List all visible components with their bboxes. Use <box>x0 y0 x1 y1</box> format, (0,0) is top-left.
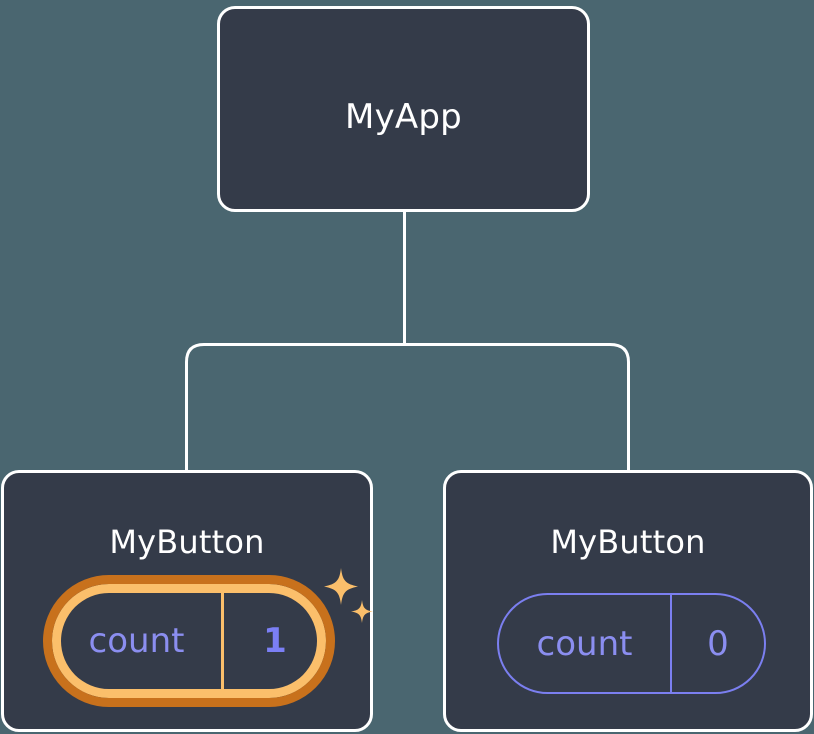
state-key-label: count <box>499 595 672 692</box>
component-node-label: MyApp <box>345 97 462 137</box>
state-value-label: 1 <box>263 621 287 661</box>
component-node-myapp[interactable]: MyApp <box>217 6 590 212</box>
component-node-mybutton-right[interactable]: MyButton count 0 <box>443 470 813 732</box>
sparkle-large-icon <box>324 568 358 605</box>
state-value-label: 0 <box>707 623 729 664</box>
component-node-mybutton-left[interactable]: MyButton count 1 <box>1 470 373 732</box>
sparkle-small-icon <box>351 600 373 623</box>
state-key-label: count <box>52 584 224 698</box>
edge-branch-left <box>185 343 405 470</box>
edge-branch-right <box>404 343 630 470</box>
component-node-label: MyButton <box>109 523 265 561</box>
state-pill-highlighted[interactable]: count 1 <box>43 575 335 707</box>
state-pill-plain[interactable]: count 0 <box>497 593 766 694</box>
component-node-label: MyButton <box>550 523 706 561</box>
